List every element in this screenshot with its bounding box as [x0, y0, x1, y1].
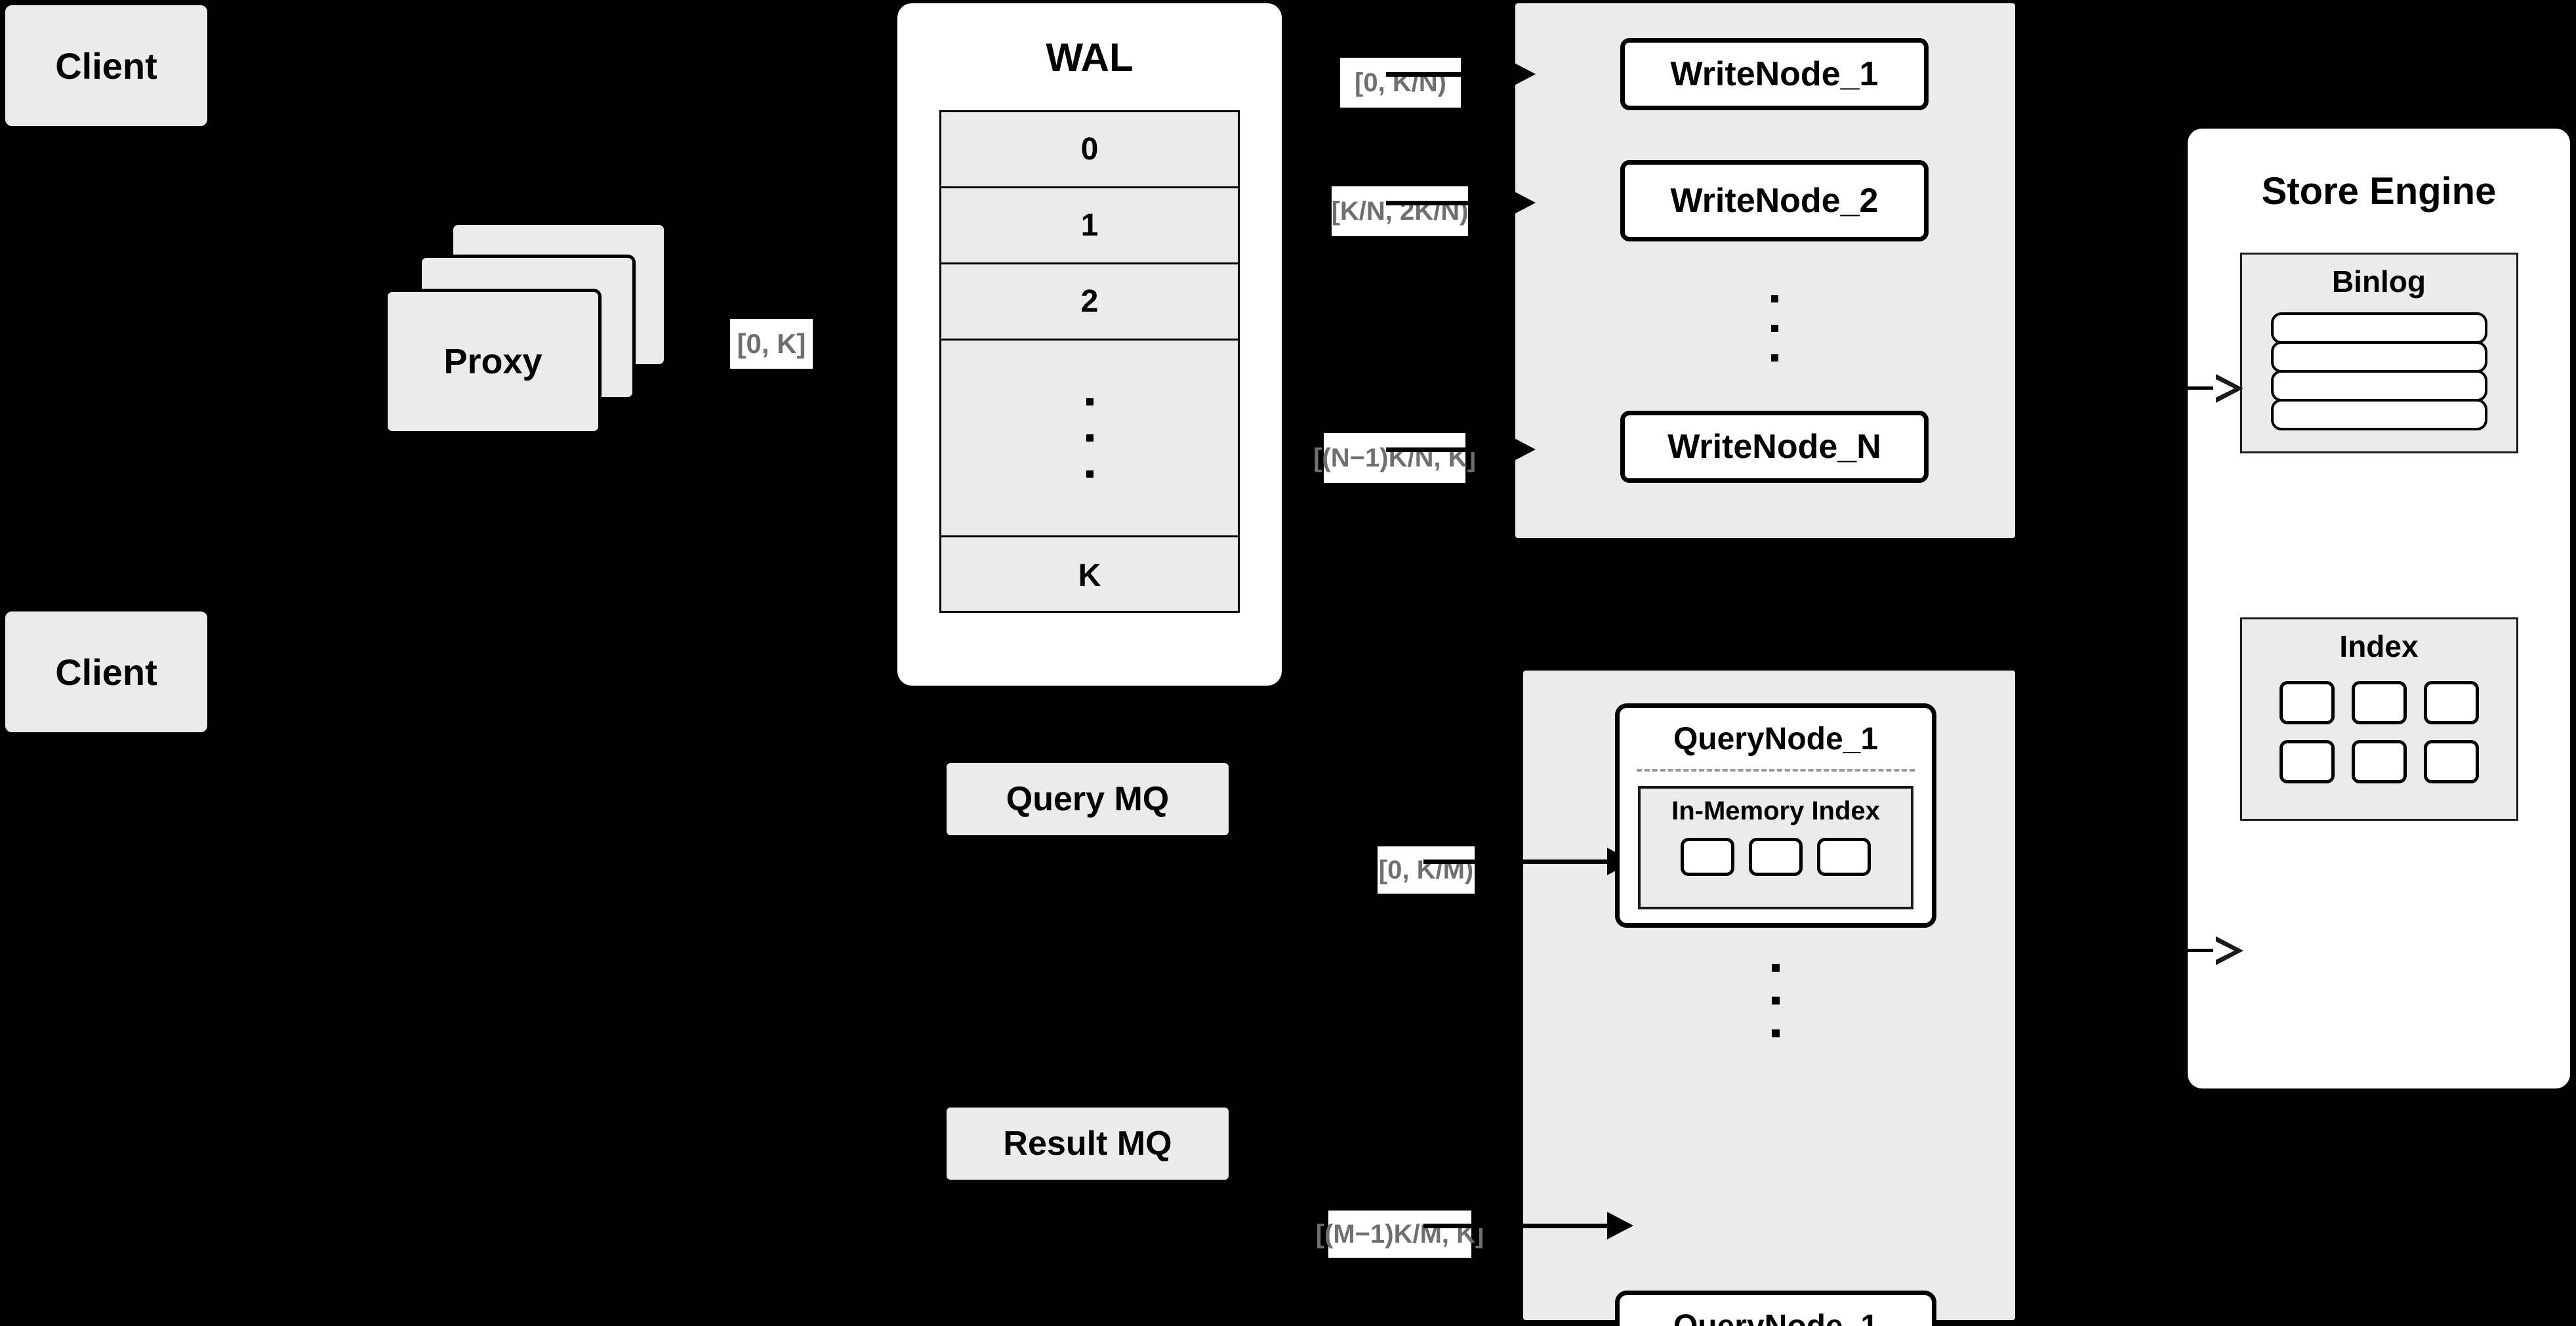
binlog-row[interactable] — [2270, 399, 2487, 430]
index-title: Index — [2339, 629, 2419, 663]
index-cell[interactable] — [1817, 838, 1871, 876]
index-cell[interactable] — [1749, 838, 1803, 876]
proxy-label: Proxy — [443, 342, 542, 381]
arrow-head-index — [2213, 936, 2243, 965]
wal-row[interactable]: 1 — [941, 188, 1238, 264]
client-label: Client — [55, 45, 157, 87]
arrow-to-writenode-1 — [1386, 72, 1517, 77]
writenode-n-range-label: [(N−1)K/N, K] — [1313, 433, 1476, 483]
index-box: Index — [2239, 617, 2518, 821]
in-memory-index-1: In-Memory Index — [1638, 786, 1913, 909]
index-cell[interactable] — [2351, 740, 2407, 783]
query-node-1-divider — [1637, 769, 1915, 772]
query-mq-box[interactable]: Query MQ — [947, 763, 1229, 835]
binlog-title: Binlog — [2331, 264, 2426, 299]
query-group-ellipsis — [1769, 942, 1782, 1060]
writenode-2-range-label: [K/N, 2K/N) — [1332, 186, 1468, 236]
in-memory-index-title: In-Memory Index — [1671, 797, 1880, 825]
query-node-1[interactable]: QueryNode_1 In-Memory Index — [1615, 703, 1936, 928]
wal-row[interactable]: K — [1078, 558, 1101, 593]
writenode-1-range-label: [0, K/N) — [1340, 58, 1461, 108]
query-node-1-title: QueryNode_1 — [1673, 722, 1879, 756]
write-group-ellipsis — [1768, 276, 1781, 381]
index-cell[interactable] — [2423, 681, 2479, 724]
querynode-1-range-label: [0, K/M) — [1378, 846, 1475, 894]
wal-row-ellipsis — [941, 341, 1238, 537]
wal-table: 0 1 2 K — [939, 110, 1240, 613]
result-mq-box[interactable]: Result MQ — [947, 1108, 1229, 1180]
arrow-head-querynode-m — [1607, 1212, 1633, 1239]
arrow-to-writenode-2 — [1386, 201, 1517, 205]
arrow-head-binlog — [2213, 374, 2243, 403]
binlog-row[interactable] — [2270, 341, 2487, 373]
proxy-box[interactable]: Proxy — [384, 289, 602, 434]
binlog-row[interactable] — [2270, 312, 2487, 344]
query-node-m-title: QueryNode_1 — [1620, 1308, 1932, 1326]
arrow-to-querynode-m — [1423, 1224, 1615, 1228]
write-node-n[interactable]: WriteNode_N — [1620, 411, 1929, 483]
store-engine-title: Store Engine — [2261, 170, 2497, 213]
index-cell[interactable] — [2351, 681, 2407, 724]
wal-panel: WAL 0 1 2 K — [897, 3, 1282, 686]
binlog-row[interactable] — [2270, 370, 2487, 402]
store-engine-panel: Store Engine Binlog Index — [2188, 129, 2570, 1088]
write-node-1[interactable]: WriteNode_1 — [1620, 38, 1929, 110]
arrow-to-index — [2171, 949, 2217, 952]
proxy-range-label: [0, K] — [730, 319, 813, 369]
write-node-2[interactable]: WriteNode_2 — [1620, 160, 1929, 241]
index-cell[interactable] — [2279, 681, 2335, 724]
arrow-head-writenode-n — [1509, 436, 1536, 463]
index-cell[interactable] — [2279, 740, 2335, 783]
arrow-head-writenode-1 — [1509, 60, 1536, 88]
client-box-1[interactable]: Client — [5, 5, 207, 126]
index-cell[interactable] — [2423, 740, 2479, 783]
arrow-to-writenode-n — [1386, 447, 1517, 452]
querynode-m-range-label: [(M−1)K/M, K] — [1316, 1211, 1484, 1258]
client-label: Client — [55, 651, 157, 693]
wal-title: WAL — [1046, 35, 1134, 79]
arrow-to-binlog — [2171, 386, 2217, 390]
arrow-head-writenode-2 — [1509, 189, 1536, 217]
query-node-m[interactable]: QueryNode_1 In-Memory Index — [1615, 1291, 1936, 1326]
arrow-to-querynode-1 — [1423, 860, 1615, 864]
wal-row[interactable]: 2 — [941, 264, 1238, 341]
client-box-2[interactable]: Client — [5, 611, 207, 732]
wal-row[interactable]: 0 — [941, 112, 1238, 188]
index-cell[interactable] — [1681, 838, 1734, 876]
binlog-box: Binlog — [2239, 253, 2518, 453]
